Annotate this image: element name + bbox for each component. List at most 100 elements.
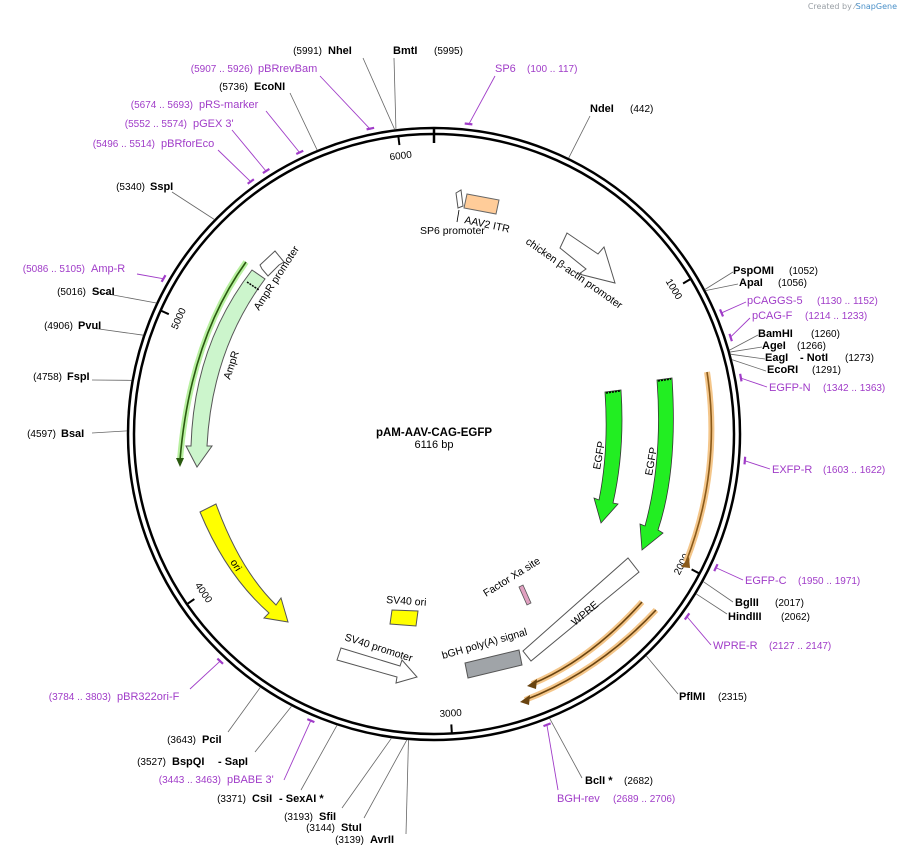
pcagf-range: (1214 .. 1233) xyxy=(805,311,867,322)
pcagf-label: pCAG-F xyxy=(752,310,793,322)
ecori-label: EcoRI xyxy=(767,364,798,376)
egfp-inner-label: EGFP xyxy=(591,440,608,470)
pcagf-primer-line xyxy=(729,317,751,339)
bspqi-pos: (3527) xyxy=(137,757,166,768)
factor-xa-label: Factor Xa site xyxy=(481,555,542,600)
bghrev-primer-line xyxy=(546,723,559,791)
pcii-pos: (3643) xyxy=(167,735,196,746)
pcaggs-primer-mark xyxy=(719,308,725,317)
bghrev-primer-mark xyxy=(543,722,552,728)
exfpr-primer-line xyxy=(743,460,771,470)
bglii-pos: (2017) xyxy=(775,598,804,609)
ndei-pos: (442) xyxy=(630,104,653,115)
agei-label: AgeI xyxy=(762,340,786,352)
pcii-label: PciI xyxy=(202,734,222,746)
egfp-inner-arrow xyxy=(593,389,623,524)
hindiii-pos: (2062) xyxy=(781,612,810,623)
ampr-start xyxy=(246,281,260,291)
pbr322-label: pBR322ori-F xyxy=(117,691,180,703)
scai-pos: (5016) xyxy=(57,287,86,298)
egfpn-range: (1342 .. 1363) xyxy=(823,383,885,394)
sv40-ori-box xyxy=(389,609,419,627)
bcli-pos: (2682) xyxy=(624,776,653,787)
primer-lines xyxy=(136,75,771,791)
nhei-label: NheI xyxy=(328,45,352,57)
sp6-promoter-leader xyxy=(456,209,460,223)
ampr-arrow xyxy=(185,269,266,468)
orf-arc-right-glow xyxy=(683,371,715,564)
scale-label-1000: 1000 xyxy=(663,277,684,302)
sv40-ori-label: SV40 ori xyxy=(386,594,427,609)
pspomi-label: PspOMI xyxy=(733,265,774,277)
pbr322-range: (3784 .. 3803) xyxy=(49,692,111,703)
plasmid-size: 6116 bp xyxy=(415,439,454,451)
agei-site-line xyxy=(729,346,763,353)
pgex-label: pGEX 3' xyxy=(193,118,234,130)
pgex-primer-line xyxy=(231,129,268,173)
pbabe-primer-mark xyxy=(306,718,315,724)
wprer-primer-mark xyxy=(683,612,691,621)
pflmi-label: PflMI xyxy=(679,691,705,703)
scale-tick-6000 xyxy=(397,136,401,146)
sp6-range: (100 .. 117) xyxy=(527,64,577,75)
orf-arc-outer-head xyxy=(520,695,530,705)
sspi-label: SspI xyxy=(150,181,173,193)
pbr322-primer-mark xyxy=(216,657,224,665)
pbrrevbam-primer-mark xyxy=(366,126,375,131)
bspqi-site-line xyxy=(254,705,293,753)
site-labels: (5991) NheI BmtI (5995) (5907 .. 5926) p… xyxy=(23,45,886,846)
ampr-primer-label: Amp-R xyxy=(91,263,125,275)
ampr-primer-line xyxy=(136,273,165,280)
scale-tick-4000 xyxy=(186,598,195,605)
egfpn-label: EGFP-N xyxy=(769,382,811,394)
sspi-pos: (5340) xyxy=(116,182,145,193)
ndei-label: NdeI xyxy=(590,103,614,115)
scale-label-4000: 4000 xyxy=(192,581,214,606)
eagi-pos: (1273) xyxy=(845,353,874,364)
orf-arc-right-head xyxy=(681,557,690,568)
egfpn-primer-mark xyxy=(739,373,743,382)
prs-primer-mark xyxy=(295,149,304,156)
bglii-label: BglII xyxy=(735,597,759,609)
bglii-site-line xyxy=(702,581,734,603)
pcaggs-range: (1130 .. 1152) xyxy=(817,296,878,307)
sfii-site-line xyxy=(341,737,392,809)
wprer-primer-line xyxy=(685,615,712,646)
avrii-pos: (3139) xyxy=(335,835,364,846)
econi-pos: (5736) xyxy=(219,82,248,93)
agei-pos: (1266) xyxy=(797,341,826,352)
noti-label: - NotI xyxy=(800,352,828,364)
pcagf-primer-mark xyxy=(728,333,733,342)
cba-promoter-arrow xyxy=(559,232,616,284)
sv40-promoter-arrow xyxy=(336,647,418,684)
sspi-site-line xyxy=(171,191,215,220)
pcii-site-line xyxy=(227,686,261,733)
econi-site-line xyxy=(289,92,318,151)
bamhi-label: BamHI xyxy=(758,328,793,340)
factor-xa-box xyxy=(518,584,532,606)
bmti-pos: (5995) xyxy=(434,46,463,57)
bsai-pos: (4597) xyxy=(27,429,56,440)
scale-tick-2000 xyxy=(691,568,701,575)
econi-label: EcoNI xyxy=(254,81,285,93)
bcli-label: BclI * xyxy=(585,775,613,787)
egfpc-range: (1950 .. 1971) xyxy=(798,576,860,587)
ecori-site-line xyxy=(731,359,767,372)
bspqi-label: BspQI xyxy=(172,756,204,768)
pcaggs-label: pCAGGS-5 xyxy=(747,295,803,307)
pvui-label: PvuI xyxy=(78,320,101,332)
apai-pos: (1056) xyxy=(778,278,807,289)
enzyme-lines xyxy=(91,57,767,835)
ori-label: ori xyxy=(227,557,243,573)
egfpn-primer-line xyxy=(739,377,768,388)
pspomi-pos: (1052) xyxy=(789,266,818,277)
avrii-site-line xyxy=(405,739,409,835)
ampr-primer-mark xyxy=(160,274,167,283)
bsai-site-line xyxy=(91,430,128,434)
bgh-box xyxy=(464,649,523,679)
nhei-site-line xyxy=(362,57,396,130)
pbrrevbam-label: pBRrevBam xyxy=(258,63,317,75)
bamhi-site-line xyxy=(729,334,759,351)
csii-pos: (3371) xyxy=(217,794,246,805)
egfpc-primer-line xyxy=(714,566,744,581)
